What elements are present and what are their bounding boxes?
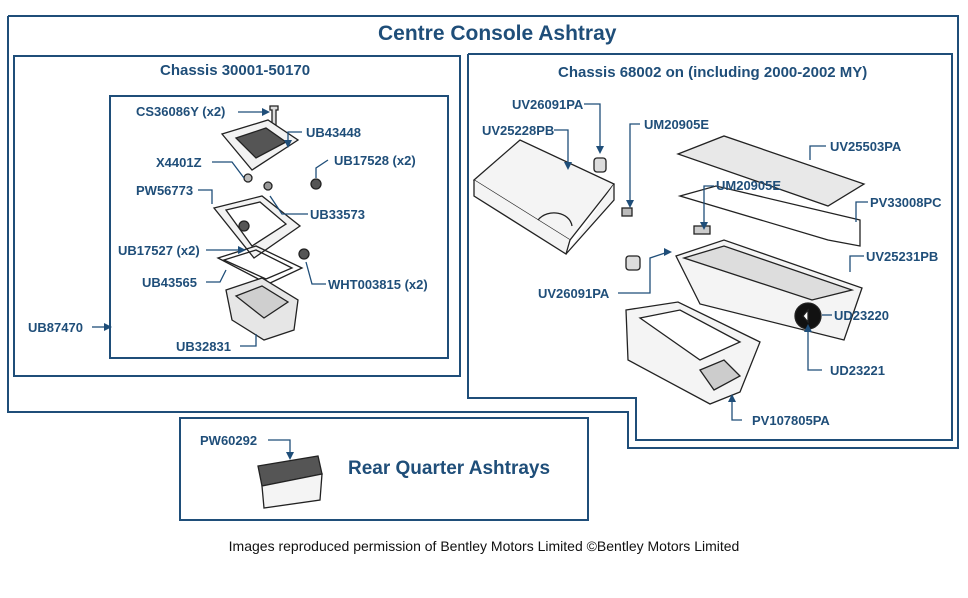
part-label[interactable]: UM20905E	[644, 117, 710, 132]
part-label[interactable]: UB87470	[28, 320, 83, 335]
part-label[interactable]: CS36086Y (x2)	[136, 104, 226, 119]
part-label[interactable]: PV33008PC	[870, 195, 942, 210]
part-label[interactable]: UB17527 (x2)	[118, 243, 200, 258]
copyright-footer: Images reproduced permission of Bentley …	[228, 538, 740, 554]
part-label[interactable]: PW56773	[136, 183, 194, 198]
part-label[interactable]: UB43448	[306, 125, 361, 140]
left-panel-heading: Chassis 30001-50170	[160, 62, 311, 79]
part-label[interactable]: WHT003815 (x2)	[328, 277, 428, 292]
page-title: Centre Console Ashtray	[378, 22, 617, 45]
part-label[interactable]: UM20905E	[716, 178, 782, 193]
part-label[interactable]: UB43565	[142, 275, 197, 290]
part-label[interactable]: PV107805PA	[752, 413, 830, 428]
part-label[interactable]: UV26091PA	[538, 286, 610, 301]
right-panel-heading: Chassis 68002 on (including 2000-2002 MY…	[558, 64, 868, 81]
part-label[interactable]: PW60292	[200, 433, 258, 448]
part-label[interactable]: UB33573	[310, 207, 365, 222]
part-label[interactable]: UD23220	[834, 308, 889, 323]
part-label[interactable]: UV26091PA	[512, 97, 584, 112]
part-label[interactable]: UV25231PB	[866, 249, 939, 264]
part-label[interactable]: UB17528 (x2)	[334, 153, 416, 168]
bottom-panel-heading: Rear Quarter Ashtrays	[348, 458, 551, 479]
part-label[interactable]: UD23221	[830, 363, 885, 378]
part-label[interactable]: X4401Z	[156, 155, 202, 170]
part-label[interactable]: UV25503PA	[830, 139, 902, 154]
part-label[interactable]: UB32831	[176, 339, 231, 354]
part-label[interactable]: UV25228PB	[482, 123, 555, 138]
